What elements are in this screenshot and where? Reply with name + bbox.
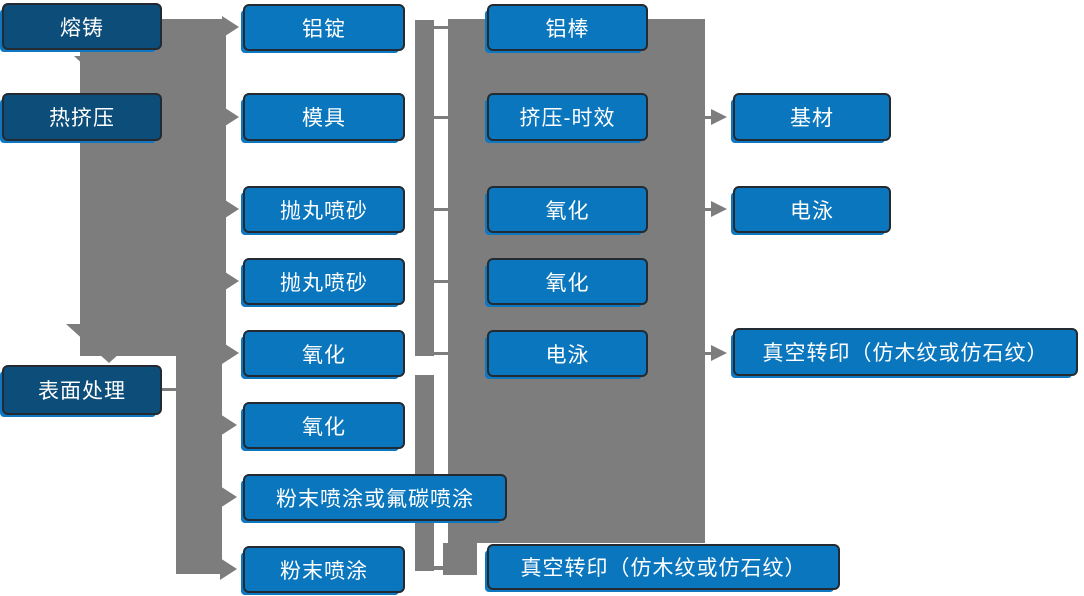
node-extrusion-aging: 挤压-时效 (487, 93, 648, 141)
collector-bar-bottom (415, 375, 434, 571)
node-shot-blasting-2: 抛丸喷砂 (243, 258, 405, 305)
node-aluminum-ingot: 铝锭 (243, 4, 405, 51)
down-arrow-to-surface-treatment (66, 324, 152, 363)
node-hot-extrusion: 热挤压 (2, 93, 162, 141)
down-arrow-to-hot-extrusion (74, 56, 150, 91)
flow-band-left-lower (176, 352, 222, 574)
arrow-stem-electrophoresis (699, 208, 712, 211)
arrow-head-electrophoresis (711, 201, 727, 217)
node-melting-casting: 熔铸 (2, 3, 162, 50)
row-connector-3 (433, 208, 448, 211)
node-surface-treatment: 表面处理 (2, 365, 162, 415)
node-vacuum-transfer-right: 真空转印（仿木纹或仿石纹） (733, 328, 1078, 376)
node-oxidation-2: 氧化 (243, 402, 405, 449)
node-base-material: 基材 (733, 93, 891, 141)
node-oxidation-1: 氧化 (243, 330, 405, 377)
arrow-head-vacuum-transfer (711, 345, 727, 361)
arrow-stem-vacuum-transfer (699, 352, 712, 355)
node-mold: 模具 (243, 93, 405, 141)
node-electrophoresis-2: 电泳 (733, 186, 891, 233)
process-block-foot (443, 543, 477, 575)
row-connector-2 (433, 116, 448, 119)
branch-arrow-oxidation-2 (220, 414, 237, 436)
branch-arrow-shot-blasting-1 (222, 198, 239, 220)
branch-arrow-oxidation-1 (222, 342, 239, 364)
node-powder-or-fluorocarbon-coating: 粉末喷涂或氟碳喷涂 (243, 474, 507, 521)
arrow-stem-base-material (699, 116, 712, 119)
bottom-connector (424, 566, 444, 570)
node-shot-blasting-1: 抛丸喷砂 (243, 186, 405, 233)
node-vacuum-transfer-bottom: 真空转印（仿木纹或仿石纹） (487, 544, 840, 590)
node-aluminum-rod: 铝棒 (487, 4, 648, 51)
row-connector-1 (433, 26, 448, 29)
node-powder-coating: 粉末喷涂 (243, 546, 405, 593)
branch-arrow-powder-fluorocarbon (220, 486, 237, 508)
surface-treatment-connector (162, 388, 177, 391)
node-oxidation-3: 氧化 (487, 186, 648, 233)
collector-bar-top (415, 20, 434, 356)
branch-arrow-aluminum-ingot (222, 16, 239, 38)
branch-arrow-shot-blasting-2 (222, 270, 239, 292)
row-connector-4 (433, 280, 448, 283)
branch-arrow-powder-coating (220, 558, 237, 580)
arrow-head-base-material (711, 109, 727, 125)
node-oxidation-4: 氧化 (487, 258, 648, 305)
node-electrophoresis-1: 电泳 (487, 330, 648, 377)
row-connector-5 (433, 352, 448, 355)
branch-arrow-mold (222, 106, 239, 128)
